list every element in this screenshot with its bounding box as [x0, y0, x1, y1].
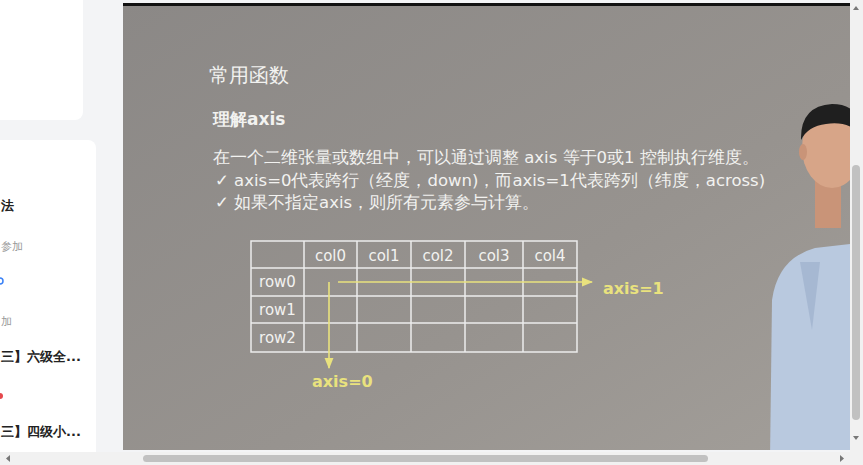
table-header: col2 — [422, 247, 453, 265]
sidebar-meta: 参加 — [1, 240, 23, 253]
axis-arrow — [338, 281, 592, 283]
sidebar-card — [0, 0, 83, 120]
scrollbar-track — [0, 452, 863, 465]
status-dot — [0, 278, 3, 284]
table-header: col1 — [368, 247, 399, 265]
video-border — [123, 3, 850, 6]
sidebar-item: 三】四级小... — [1, 424, 81, 440]
scroll-arrow — [840, 455, 844, 462]
status-dot — [0, 393, 3, 399]
table-row-label: row0 — [259, 273, 296, 291]
table-header: col3 — [478, 247, 509, 265]
table-row-label: row1 — [259, 301, 296, 319]
slide-bullet: ✓ axis=0代表跨行（经度，down)，而axis=1代表跨列（纬度，acr… — [215, 171, 765, 191]
table-header: col0 — [315, 247, 346, 265]
video-frame — [123, 3, 850, 450]
slide-bullet: ✓ 如果不指定axis，则所有元素参与计算。 — [215, 193, 539, 213]
scroll-arrow — [6, 455, 10, 462]
axis-arrow — [328, 282, 330, 368]
scrollbar-track — [850, 0, 863, 452]
presenter — [770, 104, 850, 450]
axis-label: axis=0 — [312, 372, 373, 391]
sidebar-card — [0, 140, 96, 465]
scroll-arrow — [853, 6, 859, 10]
table-grid — [251, 241, 577, 352]
slide-body: 在一个二维张量或数组中，可以通过调整 axis 等于0或1 控制执行维度。 — [213, 148, 759, 168]
axis-label: axis=1 — [603, 279, 664, 298]
sidebar-meta: 加 — [1, 315, 12, 328]
table-header: col4 — [534, 247, 565, 265]
slide-subtitle: 理解axis — [213, 109, 285, 129]
scrollbar-thumb — [852, 165, 860, 420]
sidebar-item: 三】六级全... — [1, 349, 81, 365]
slide-title: 常用函数 — [209, 63, 289, 87]
table-row-label: row2 — [259, 329, 296, 347]
sidebar-item: 法 — [1, 198, 14, 214]
scrollbar-thumb — [143, 455, 708, 462]
scroll-arrow — [853, 436, 859, 440]
